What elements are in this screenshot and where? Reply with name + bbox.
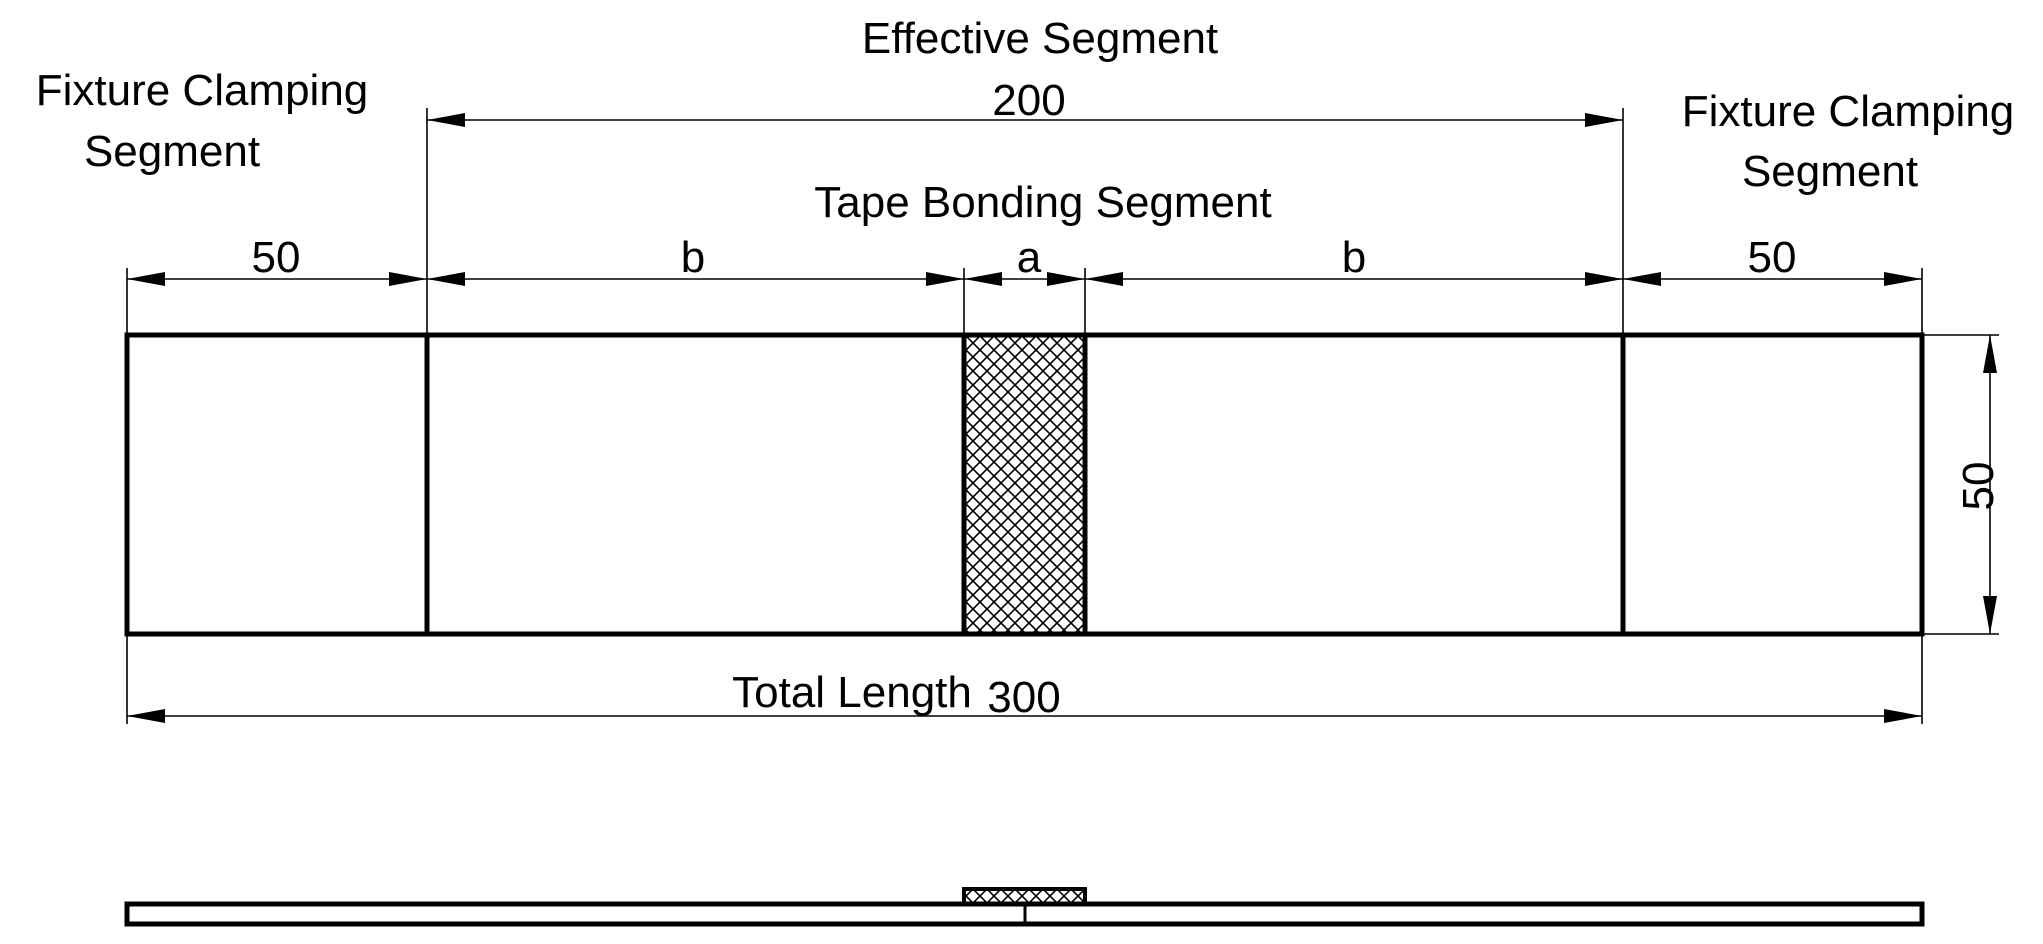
right-clamp-length-label: 50 [1748,233,1797,282]
total-length-text: Total Length [732,668,972,717]
effective-segment-dimension [426,108,1624,333]
specimen-plan-view [124,332,1925,637]
width-label: 50 [1954,462,2003,511]
right-clamp-label-line2: Segment [1742,147,1918,196]
tape-a-label: a [1017,233,1042,282]
right-clamp-label-line1: Fixture Clamping [1682,87,2015,136]
left-clamp-length-label: 50 [252,233,301,282]
left-b-label: b [681,233,705,282]
left-clamp-label-line1: Fixture Clamping [36,66,369,115]
left-clamp-label-line2: Segment [84,127,260,176]
right-b-label: b [1342,233,1366,282]
specimen-side-view [124,887,1925,927]
tape-bonding-area [964,335,1085,634]
effective-length-label: 200 [992,76,1065,125]
effective-segment-label: Effective Segment [862,14,1218,63]
total-length-dimension [126,636,1923,724]
segment-dimension-row [126,268,1923,333]
total-length-value: 300 [987,673,1060,722]
tape-bonding-segment-label: Tape Bonding Segment [814,178,1271,227]
width-dimension [1924,334,1999,635]
